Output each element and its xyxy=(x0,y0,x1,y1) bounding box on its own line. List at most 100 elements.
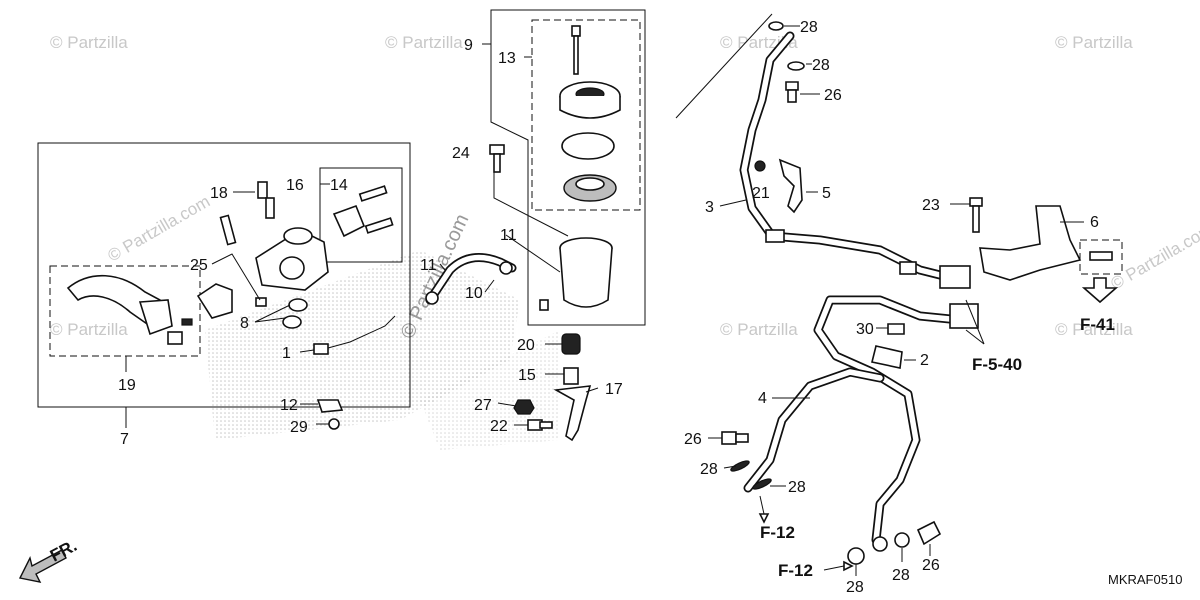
collar-part xyxy=(563,367,579,385)
ref-f-5-40: F-5-40 xyxy=(972,355,1022,374)
callout-6: 6 xyxy=(1090,214,1099,231)
callout-4: 4 xyxy=(758,390,767,407)
banjo-bolt-upper-shaft xyxy=(787,89,797,103)
pivot-bolt-part xyxy=(219,214,237,246)
callout-28-bottom-left: 28 xyxy=(846,579,864,596)
o-ring-upper xyxy=(288,298,308,312)
callout-21: 21 xyxy=(752,185,770,202)
holder-bolt-lower xyxy=(364,217,394,234)
watermark-mid-right: © Partzilla xyxy=(720,320,798,339)
assembly-19-frame xyxy=(49,265,201,357)
callout-5: 5 xyxy=(822,185,831,202)
holder-part xyxy=(332,204,366,238)
assembly-7-frame xyxy=(37,142,411,408)
bolt-23-head xyxy=(969,197,983,207)
callout-9: 9 xyxy=(464,37,473,54)
reference-labels: F-5-40 F-41 F-12 F-12 xyxy=(760,315,1115,580)
assembly-13-frame xyxy=(531,19,641,211)
front-direction-group: FR. xyxy=(18,536,80,583)
watermark-top-far-right: © Partzilla xyxy=(1055,33,1133,52)
callout-25: 25 xyxy=(190,257,208,274)
reservoir-assembly-group xyxy=(425,9,646,442)
callout-26-left: 26 xyxy=(684,431,702,448)
brake-hose-lower xyxy=(813,295,965,545)
front-arrow-icon xyxy=(18,549,67,583)
callout-20: 20 xyxy=(517,337,535,354)
bolt-22-shaft xyxy=(539,421,553,429)
bolt-23-shaft xyxy=(972,205,980,233)
banjo-bolt-lower-left-shaft xyxy=(735,433,749,443)
brake-switch-part xyxy=(313,343,329,355)
washer-28-bottom-left xyxy=(847,547,865,565)
diaphragm-top xyxy=(575,177,605,191)
switch-holder-part xyxy=(196,283,233,319)
washer-28-mid-left xyxy=(730,460,750,472)
callout-28-upper: 28 xyxy=(812,57,830,74)
watermark-mid-left: © Partzilla xyxy=(50,320,128,339)
callout-17: 17 xyxy=(605,381,623,398)
brake-hose-group xyxy=(675,13,1123,576)
small-nut-part xyxy=(255,297,267,307)
reservoir-cap-side xyxy=(559,96,621,119)
banjo-bolt-lower-left-head xyxy=(721,431,737,445)
washer-28-bottom-right xyxy=(894,532,910,548)
ref-f-41: F-41 xyxy=(1080,315,1115,334)
caliper-banjo-fitting xyxy=(872,536,888,552)
watermark-diagonal-right: © Partzilla.com xyxy=(1108,220,1200,294)
diagram-code: MKRAF0510 xyxy=(1108,572,1182,587)
cap-screw-head xyxy=(571,25,581,37)
callout-11-right: 11 xyxy=(500,227,517,244)
callout-29: 29 xyxy=(290,419,308,436)
washer-28-top xyxy=(768,21,784,31)
assembly-16-frame xyxy=(319,167,403,263)
f41-bolt xyxy=(1089,251,1113,261)
cylinder-port xyxy=(279,256,305,280)
callout-14: 14 xyxy=(330,177,348,194)
callout-23: 23 xyxy=(922,197,940,214)
bushing-part xyxy=(561,333,581,355)
ref-f-12-upper: F-12 xyxy=(760,523,795,542)
hose-grommet-upper xyxy=(939,265,971,289)
o-ring-lower xyxy=(282,315,302,329)
reservoir-stay-bolt xyxy=(539,299,549,311)
bolt-24-head xyxy=(489,144,505,155)
callout-28-mid: 28 xyxy=(700,461,718,478)
callout-1: 1 xyxy=(282,345,291,362)
hose-clip-part xyxy=(316,399,344,413)
f41-reference-frame xyxy=(1079,239,1123,275)
washer-28-upper xyxy=(787,61,805,71)
callout-11-left: 11 xyxy=(420,257,437,274)
nut-27 xyxy=(513,399,535,415)
banjo-bolt-upper-head xyxy=(785,81,799,91)
callout-28-right: 28 xyxy=(788,479,806,496)
brake-hose-caliper xyxy=(743,367,885,493)
bolt-24-shaft xyxy=(493,153,501,173)
callout-27: 27 xyxy=(474,397,492,414)
callout-10: 10 xyxy=(465,285,483,302)
ref-f-12-lower: F-12 xyxy=(778,561,813,580)
lever-spring-part xyxy=(181,318,193,326)
bracket-bolt-21 xyxy=(754,160,766,172)
assembly-9-frame xyxy=(490,9,646,326)
lever-assembly-group xyxy=(37,142,411,430)
watermark-diagonal-left: © Partzilla.com xyxy=(105,192,214,266)
callout-22: 22 xyxy=(490,418,508,435)
reservoir-stay xyxy=(553,385,592,442)
hose-clamp-lower xyxy=(425,291,439,305)
hose-fitting-joint xyxy=(899,261,917,275)
f12-lower-arrow-icon xyxy=(843,560,854,572)
callout-30: 30 xyxy=(856,321,874,338)
callout-18: 18 xyxy=(210,185,228,202)
lever-pivot-part xyxy=(138,299,173,336)
callout-16: 16 xyxy=(286,177,304,194)
watermark-top-left: © Partzilla xyxy=(50,33,128,52)
hose-clamp-upper xyxy=(499,261,513,275)
hose-grommet-lower xyxy=(949,303,979,329)
bleeder-cap-part xyxy=(257,181,268,199)
cylinder-bore xyxy=(283,227,313,245)
callout-24: 24 xyxy=(452,145,470,162)
callout-28-top: 28 xyxy=(800,19,818,36)
diaphragm-plate xyxy=(561,132,615,160)
callout-3: 3 xyxy=(705,199,714,216)
